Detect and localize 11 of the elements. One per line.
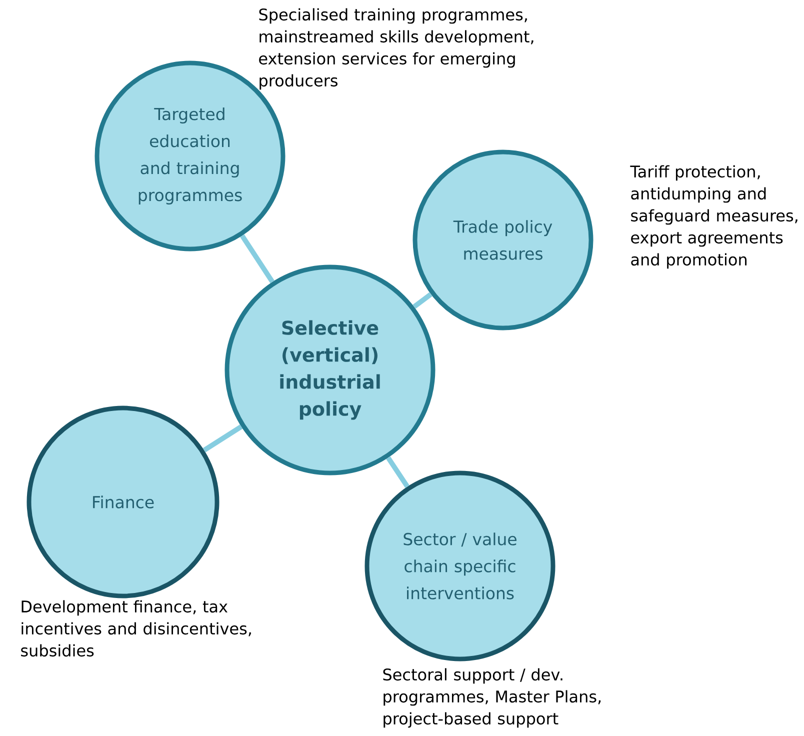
connector-line (240, 234, 274, 284)
description-text: Development finance, tax incentives and disincentives, subsidies (21, 600, 251, 657)
circle-node: Finance (26, 406, 220, 598)
description-text: Tariff protection, antidumping and safeguard measures, export agreements and promotion (630, 165, 798, 269)
circle-node: Sector / value chain specific interventions (364, 470, 556, 662)
connector-line (386, 456, 410, 488)
circle-node: Trade policy measures (412, 150, 594, 330)
circle-node: Selective (vertical) industrial policy (224, 264, 436, 476)
connector-line (412, 292, 432, 309)
connector-line (202, 424, 243, 452)
description-text: Sectoral support / dev. programmes, Master Plans, project-based support (383, 668, 601, 728)
